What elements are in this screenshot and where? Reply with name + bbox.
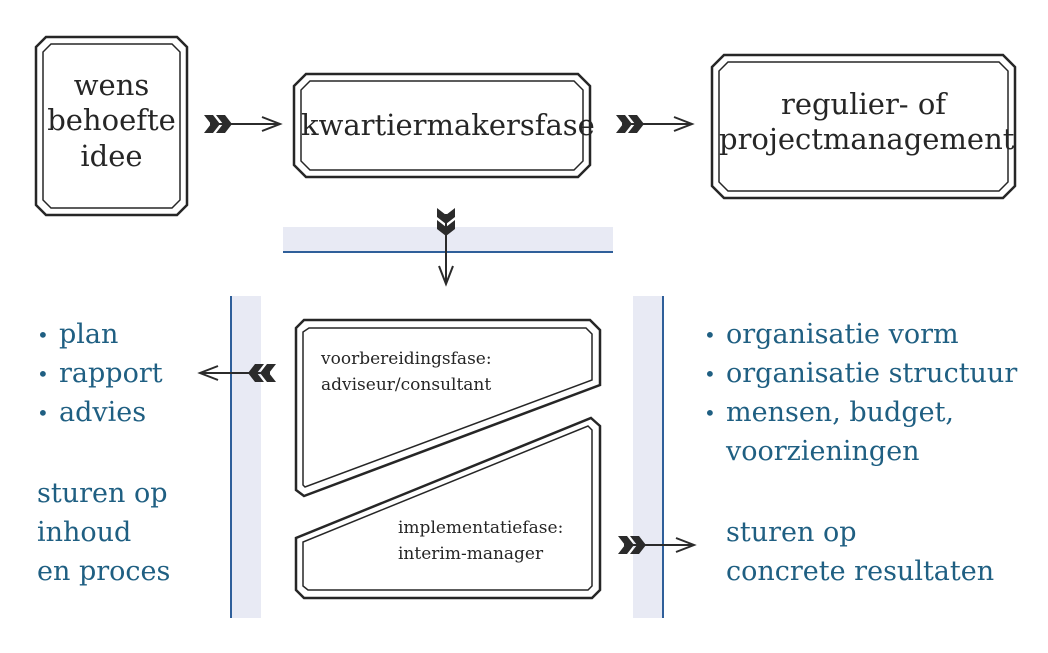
preparation-line: adviseur/consultant bbox=[321, 375, 492, 396]
right-steer-text: sturen op concrete resultaten bbox=[726, 513, 994, 591]
bullet-item: rapport bbox=[37, 354, 163, 394]
right-steer-line: concrete resultaten bbox=[726, 556, 995, 588]
bullet-item: mensen, budget, bbox=[704, 393, 1017, 433]
kwartiermaker-line: kwartiermakersfase bbox=[301, 108, 595, 142]
wish-line: idee bbox=[80, 138, 143, 173]
preparation-phase-label: voorbereidingsfase: adviseur/consultant bbox=[321, 346, 492, 399]
left-bullet-list: plan rapport advies bbox=[37, 315, 163, 433]
left-steer-text: sturen op inhoud en proces bbox=[37, 474, 170, 591]
kwartiermaker-box-label: kwartiermakersfase bbox=[301, 108, 595, 143]
right-bullet-continuation: voorzieningen bbox=[726, 436, 920, 467]
left-steer-line: sturen op bbox=[37, 478, 168, 509]
kwartiermaker-box bbox=[292, 72, 592, 179]
left-band bbox=[230, 296, 261, 618]
implementation-phase-shape bbox=[294, 416, 602, 600]
wish-line: wens bbox=[73, 68, 150, 102]
left-steer-line: en proces bbox=[37, 556, 171, 588]
preparation-line: voorbereidingsfase: bbox=[321, 349, 492, 369]
bullet-item: organisatie vorm bbox=[704, 315, 1017, 355]
wish-box-label: wens behoefte idee bbox=[43, 68, 180, 174]
implementation-phase-label: implementatiefase: interim-manager bbox=[398, 515, 563, 568]
regular-box bbox=[710, 53, 1017, 200]
wish-line: behoefte bbox=[47, 103, 176, 138]
left-steer-line: inhoud bbox=[37, 517, 132, 549]
right-bullet-list: organisatie vorm organisatie structuur m… bbox=[704, 315, 1017, 433]
bullet-item: advies bbox=[37, 393, 163, 433]
right-steer-line: sturen op bbox=[726, 517, 857, 548]
regular-line: regulier- of bbox=[780, 87, 947, 121]
bullet-item: organisatie structuur bbox=[704, 354, 1017, 394]
regular-box-label: regulier- of projectmanagement bbox=[719, 87, 1015, 158]
arrow-right-icon bbox=[203, 114, 281, 134]
preparation-phase-shape bbox=[294, 318, 602, 498]
right-band bbox=[633, 296, 664, 618]
wish-box bbox=[34, 35, 189, 217]
bullet-item: plan bbox=[37, 315, 163, 355]
regular-line: projectmanagement bbox=[719, 122, 1015, 157]
arrow-right-icon bbox=[615, 114, 693, 134]
implementation-line: interim-manager bbox=[398, 544, 544, 565]
implementation-line: implementatiefase: bbox=[398, 518, 564, 538]
